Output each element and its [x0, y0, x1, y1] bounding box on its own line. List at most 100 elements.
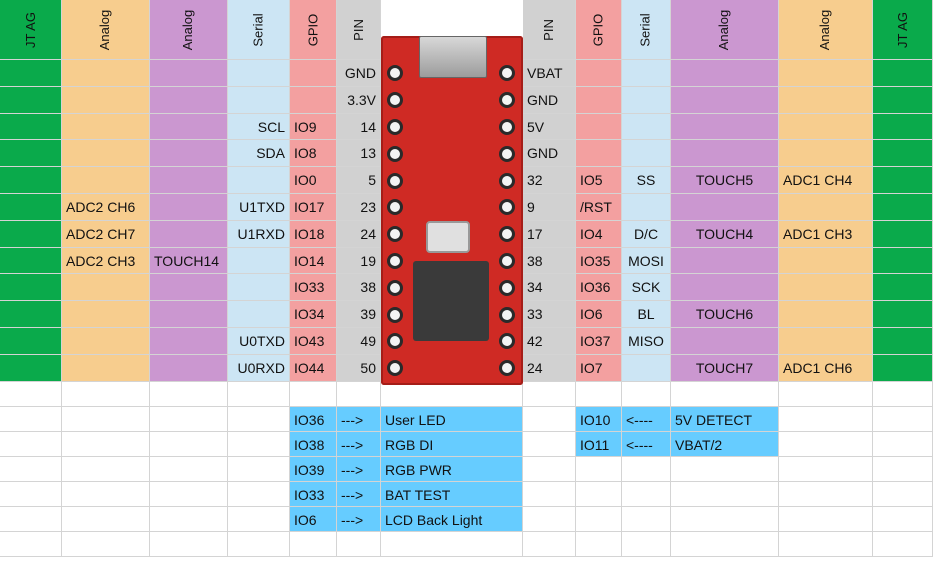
- pin-cell: [779, 87, 873, 114]
- grid-cell: [523, 532, 576, 557]
- grid-cell: [62, 432, 150, 457]
- note-gpio: IO38: [290, 432, 337, 457]
- pin-cell: TOUCH6: [671, 301, 779, 328]
- pin-cell: [150, 60, 228, 87]
- pin-pad-icon: [499, 65, 515, 81]
- grid-cell: [290, 532, 337, 557]
- pin-pad-icon: [387, 360, 403, 376]
- pin-cell: [0, 167, 62, 194]
- pin-cell: [62, 140, 150, 167]
- pin-cell: 3.3V: [337, 87, 381, 114]
- pin-cell: [0, 194, 62, 221]
- grid-cell: [779, 432, 873, 457]
- pin-cell: [671, 60, 779, 87]
- pin-cell: [0, 328, 62, 355]
- pin-cell: IO8: [290, 140, 337, 167]
- grid-cell: [0, 532, 62, 557]
- header-label: Analog: [180, 9, 196, 50]
- pin-cell: [62, 274, 150, 301]
- pin-cell: IO9: [290, 114, 337, 140]
- pin-cell: [779, 114, 873, 140]
- pin-cell: [671, 248, 779, 274]
- pin-cell: [150, 167, 228, 194]
- grid-cell: [62, 532, 150, 557]
- pin-cell: [290, 60, 337, 87]
- chip-icon: [413, 261, 489, 341]
- pin-cell: [150, 114, 228, 140]
- pin-cell: [779, 328, 873, 355]
- pin-cell: [873, 274, 933, 301]
- pin-cell: [873, 194, 933, 221]
- pin-pad-icon: [387, 92, 403, 108]
- pin-cell: 50: [337, 355, 381, 382]
- grid-cell: [337, 532, 381, 557]
- grid-cell: [62, 482, 150, 507]
- pin-cell: IO35: [576, 248, 622, 274]
- pin-cell: [0, 87, 62, 114]
- grid-cell: [0, 407, 62, 432]
- grid-cell: [779, 457, 873, 482]
- note-arrow: --->: [337, 482, 381, 507]
- pin-cell: [0, 248, 62, 274]
- pin-cell: 24: [523, 355, 576, 382]
- pin-pad-icon: [499, 280, 515, 296]
- grid-cell: [228, 457, 290, 482]
- header-cell: Serial: [228, 0, 290, 60]
- grid-cell: [62, 507, 150, 532]
- pin-cell: IO33: [290, 274, 337, 301]
- header-label: Serial: [638, 12, 653, 47]
- pin-cell: [0, 114, 62, 140]
- grid-cell: [150, 532, 228, 557]
- pin-cell: IO5: [576, 167, 622, 194]
- pin-cell: [873, 140, 933, 167]
- grid-cell: [290, 382, 337, 407]
- grid-cell: [62, 457, 150, 482]
- pin-cell: [228, 248, 290, 274]
- pin-pad-icon: [499, 253, 515, 269]
- grid-cell: [523, 407, 576, 432]
- pin-cell: MOSI: [622, 248, 671, 274]
- pin-cell: [622, 114, 671, 140]
- pin-pad-icon: [499, 146, 515, 162]
- pin-cell: [622, 60, 671, 87]
- pin-cell: U0RXD: [228, 355, 290, 382]
- pin-cell: GND: [523, 140, 576, 167]
- grid-cell: [671, 507, 779, 532]
- pin-cell: [0, 355, 62, 382]
- pin-cell: [622, 355, 671, 382]
- pin-cell: 33: [523, 301, 576, 328]
- pin-cell: ADC1 CH6: [779, 355, 873, 382]
- note-arrow: --->: [337, 432, 381, 457]
- pin-cell: 5V: [523, 114, 576, 140]
- header-label: PIN: [540, 18, 556, 41]
- pin-cell: IO6: [576, 301, 622, 328]
- pin-cell: [779, 60, 873, 87]
- pin-cell: [671, 194, 779, 221]
- pin-cell: IO4: [576, 221, 622, 248]
- grid-cell: [150, 457, 228, 482]
- pin-cell: [228, 87, 290, 114]
- pin-cell: ADC2 CH3: [62, 248, 150, 274]
- header-label: Analog: [97, 9, 113, 50]
- grid-cell: [779, 532, 873, 557]
- pin-cell: D/C: [622, 221, 671, 248]
- note-gpio: IO39: [290, 457, 337, 482]
- header-cell: PIN: [523, 0, 576, 60]
- pin-cell: SS: [622, 167, 671, 194]
- pin-cell: [228, 301, 290, 328]
- header-cell: GPIO: [290, 0, 337, 60]
- pin-cell: IO7: [576, 355, 622, 382]
- pin-cell: [873, 60, 933, 87]
- header-cell: JT AG: [873, 0, 933, 60]
- pin-cell: 9: [523, 194, 576, 221]
- grid-cell: [337, 382, 381, 407]
- grid-cell: [576, 457, 622, 482]
- board-photo: [381, 36, 523, 385]
- grid-cell: [873, 432, 933, 457]
- pin-cell: 23: [337, 194, 381, 221]
- pin-cell: VBAT: [523, 60, 576, 87]
- pin-cell: [671, 328, 779, 355]
- note-label: VBAT/2: [671, 432, 779, 457]
- pin-cell: [0, 301, 62, 328]
- pin-cell: SDA: [228, 140, 290, 167]
